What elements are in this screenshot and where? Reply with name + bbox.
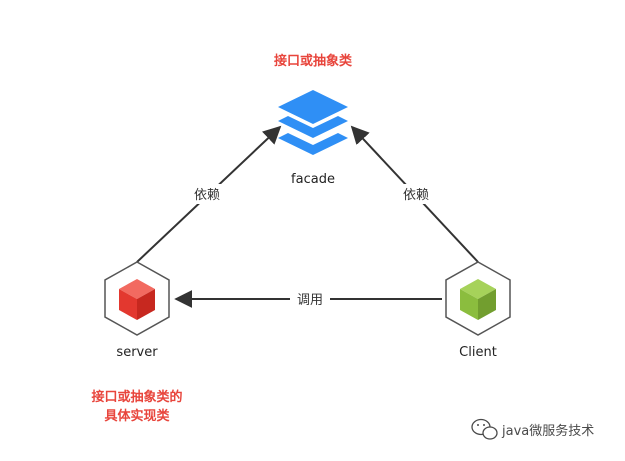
server-label: server: [116, 345, 158, 360]
stacked-layers-icon: [278, 90, 348, 155]
edge-label-bg: [290, 289, 330, 309]
server-cube-icon: [104, 261, 170, 336]
edge-label-client-facade: 依赖: [403, 188, 429, 203]
edge-label-server-facade: 依赖: [194, 188, 220, 203]
client-cube-icon: [445, 261, 511, 336]
edge-label-client-server: 调用: [297, 293, 323, 308]
watermark-text: java微服务技术: [501, 423, 594, 439]
edge-label-bg: [397, 184, 435, 204]
server-annotation-line1: 接口或抽象类的: [91, 389, 182, 405]
edge-label-bg: [188, 184, 226, 204]
server-annotation-line2: 具体实现类: [104, 408, 170, 424]
facade-label: facade: [291, 172, 335, 187]
facade-annotation: 接口或抽象类: [274, 53, 353, 69]
client-label: Client: [459, 345, 497, 360]
wechat-icon: [471, 418, 498, 440]
